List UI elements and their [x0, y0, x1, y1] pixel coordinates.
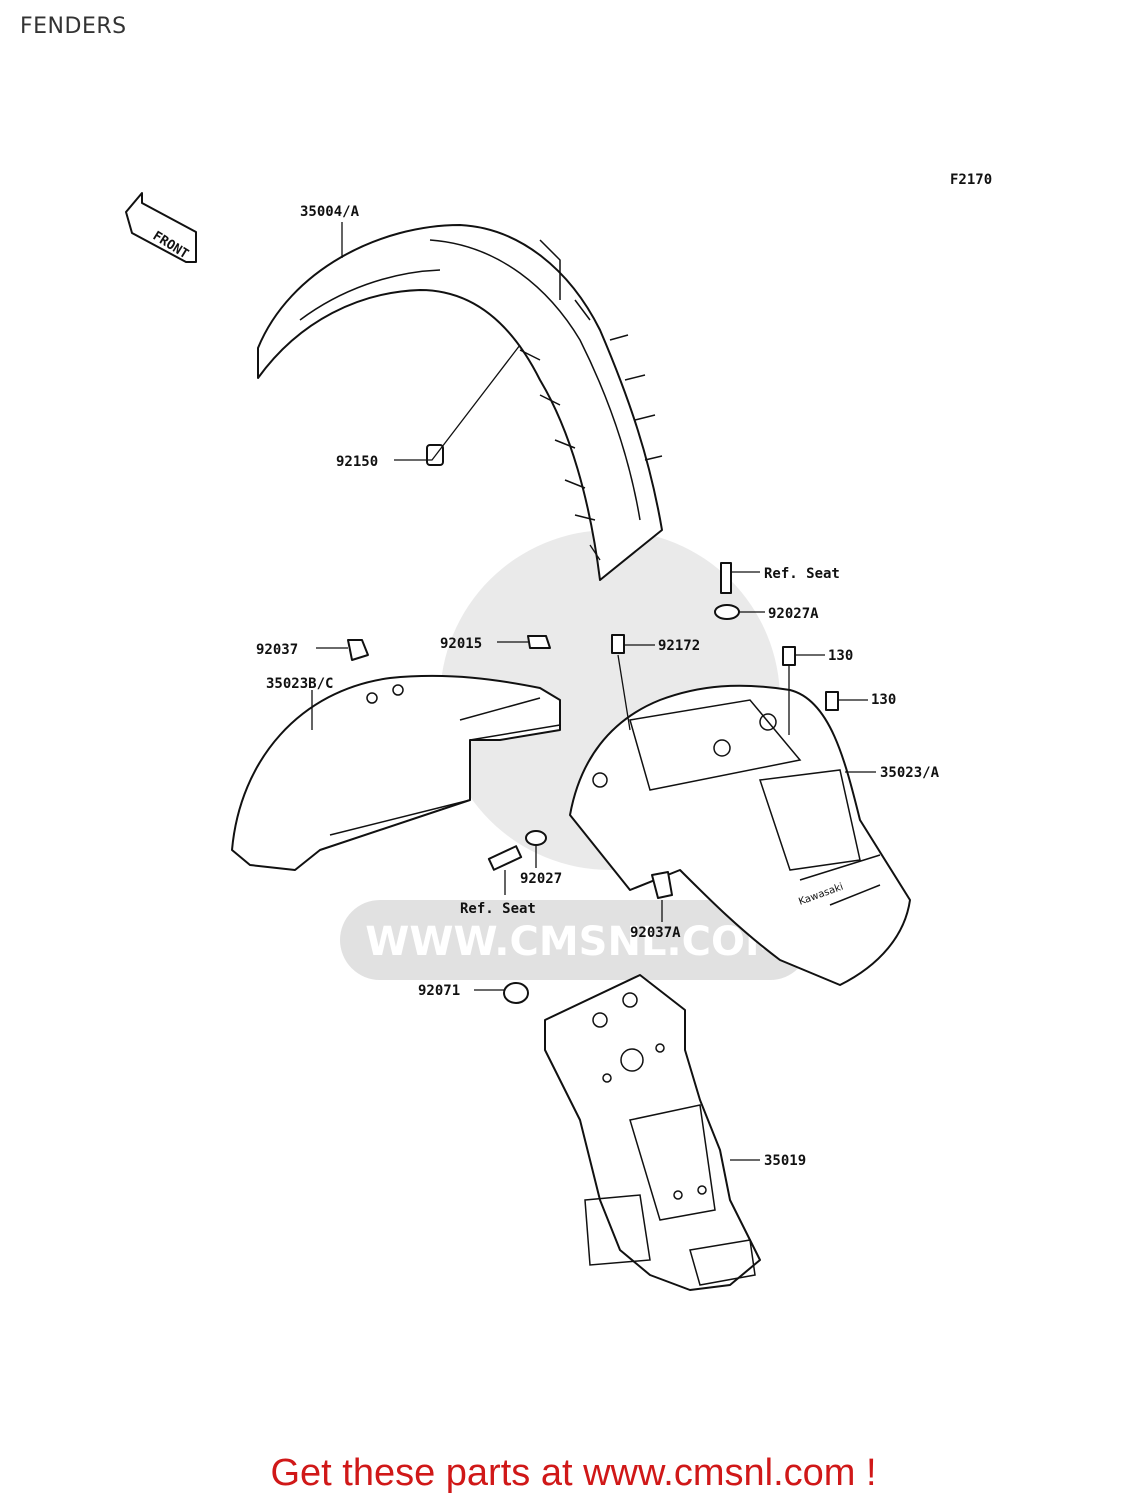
hardware-icons: [347, 444, 839, 1004]
label-92037: 92037: [256, 642, 298, 658]
label-92027A: 92027A: [768, 606, 819, 622]
front-arrow-icon: FRONT: [125, 192, 197, 263]
label-130-a: 130: [828, 648, 853, 664]
label-ref-seat-bottom: Ref. Seat: [460, 901, 536, 917]
front-fender: [257, 224, 663, 581]
leader-lines: [311, 222, 876, 1161]
label-92037A: 92037A: [630, 925, 681, 941]
rear-fender: Kawasaki: [569, 684, 911, 986]
figure-code: F2170: [950, 172, 992, 188]
label-35019: 35019: [764, 1153, 806, 1169]
label-92172: 92172: [658, 638, 700, 654]
shop-link[interactable]: Get these parts at www.cmsnl.com !: [270, 1452, 877, 1494]
label-92015: 92015: [440, 636, 482, 652]
label-92027: 92027: [520, 871, 562, 887]
label-35023A: 35023/A: [880, 765, 940, 781]
rear-fender-bracket: [544, 974, 761, 1291]
label-35023BC: 35023B/C: [266, 676, 333, 692]
label-92071: 92071: [418, 983, 460, 999]
parts-diagram: WWW.CMSNL.COM F2170 FRONT Kawasaki: [125, 172, 992, 1291]
page-title: FENDERS: [20, 14, 127, 39]
inner-rear-fender: [231, 674, 561, 871]
label-35004: 35004/A: [300, 204, 360, 220]
part-labels: 35004/A 92150 Ref. Seat 92027A 92037 920…: [256, 204, 940, 1169]
label-130-b: 130: [871, 692, 896, 708]
watermark-text: WWW.CMSNL.COM: [365, 919, 785, 965]
label-92150: 92150: [336, 454, 378, 470]
label-ref-seat-top: Ref. Seat: [764, 566, 840, 582]
